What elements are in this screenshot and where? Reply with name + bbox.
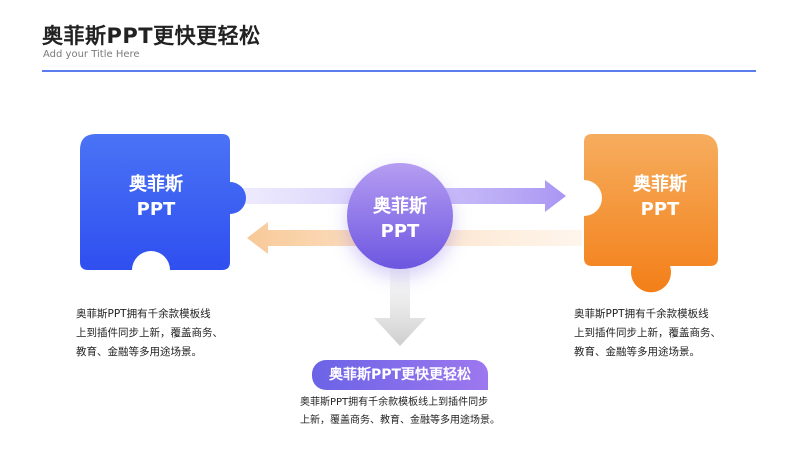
center-circle-line1: 奥菲斯 bbox=[373, 196, 427, 217]
bottom-desc-line: 上新，覆盖商务、教育、金融等多用途场景。 bbox=[300, 415, 500, 426]
right-piece-line2: PPT bbox=[640, 199, 680, 220]
center-circle-line2: PPT bbox=[380, 221, 420, 242]
bottom-desc-line: 奥菲斯PPT拥有千余款模板线上到插件同步 bbox=[300, 397, 489, 408]
left-desc-line: 上到插件同步上新，覆盖商务、 bbox=[76, 327, 223, 339]
left-description: 奥菲斯PPT拥有千余款模板线 上到插件同步上新，覆盖商务、 教育、金融等多用途场… bbox=[76, 305, 223, 362]
right-piece-label: 奥菲斯 PPT bbox=[590, 172, 730, 222]
left-piece-label: 奥菲斯 PPT bbox=[86, 172, 226, 222]
page-subtitle: Add your Title Here bbox=[43, 49, 140, 60]
page-title: 奥菲斯PPT更快更轻松 bbox=[42, 24, 261, 48]
bottom-description: 奥菲斯PPT拥有千余款模板线上到插件同步 上新，覆盖商务、教育、金融等多用途场景… bbox=[300, 394, 500, 430]
right-desc-line: 奥菲斯PPT拥有千余款模板线 bbox=[574, 308, 709, 320]
down-arrow bbox=[374, 260, 426, 346]
center-circle-label: 奥菲斯 PPT bbox=[330, 194, 470, 244]
right-desc-line: 教育、金融等多用途场景。 bbox=[574, 346, 700, 358]
right-puzzle-piece bbox=[584, 134, 718, 293]
bottom-tag: 奥菲斯PPT更快更轻松 bbox=[312, 360, 488, 390]
right-desc-line: 上到插件同步上新，覆盖商务、 bbox=[574, 327, 721, 339]
right-description: 奥菲斯PPT拥有千余款模板线 上到插件同步上新，覆盖商务、 教育、金融等多用途场… bbox=[574, 305, 721, 362]
left-puzzle-piece bbox=[80, 134, 247, 270]
left-desc-line: 奥菲斯PPT拥有千余款模板线 bbox=[76, 308, 211, 320]
center-circle bbox=[347, 163, 453, 269]
right-piece-line1: 奥菲斯 bbox=[633, 174, 687, 195]
left-piece-line1: 奥菲斯 bbox=[129, 174, 183, 195]
left-piece-line2: PPT bbox=[136, 199, 176, 220]
title-divider bbox=[42, 70, 756, 72]
left-desc-line: 教育、金融等多用途场景。 bbox=[76, 346, 202, 358]
